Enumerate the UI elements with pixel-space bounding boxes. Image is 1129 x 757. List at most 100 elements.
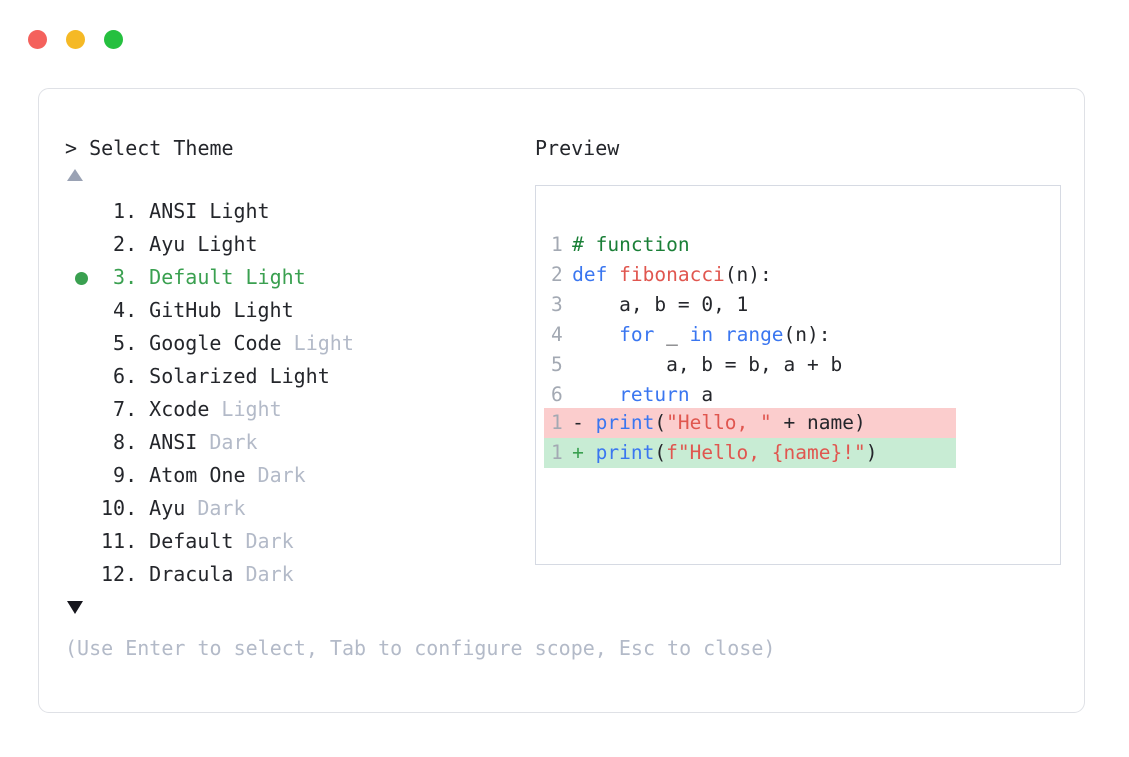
theme-item-variant: Dark <box>197 496 246 520</box>
theme-list-item[interactable]: 2. Ayu Light <box>65 228 525 261</box>
theme-item-name: ANSI <box>137 199 210 223</box>
code-line: 5 a, b = b, a + b <box>544 350 1060 380</box>
theme-item-label: 1. ANSI Light <box>101 195 270 228</box>
theme-item-name: Dracula <box>137 562 246 586</box>
scroll-down-indicator[interactable] <box>65 601 525 623</box>
code-token: ( <box>654 411 667 434</box>
theme-item-label: 4. GitHub Light <box>101 294 294 327</box>
code-token: print <box>595 441 655 464</box>
theme-item-variant: Light <box>293 331 354 355</box>
line-number: 1 <box>551 233 563 256</box>
diff-sign: + <box>572 441 596 464</box>
code-token: # function <box>572 233 690 256</box>
select-theme-prompt: > Select Theme <box>65 136 234 160</box>
traffic-light-controls <box>28 30 123 49</box>
close-window-icon[interactable] <box>28 30 47 49</box>
theme-item-name: Google Code <box>137 331 294 355</box>
code-token <box>572 323 619 346</box>
minimize-window-icon[interactable] <box>66 30 85 49</box>
theme-item-variant: Dark <box>245 529 294 553</box>
selected-bullet-icon <box>75 272 88 285</box>
theme-list: 1. ANSI Light 2. Ayu Light 3. Default Li… <box>65 195 525 591</box>
theme-selector-panel: > Select Theme 1. ANSI Light 2. Ayu Ligh… <box>65 135 525 623</box>
theme-item-number: 10. <box>101 496 138 520</box>
diff-sign: - <box>572 411 596 434</box>
code-token: 1 <box>736 293 749 316</box>
theme-item-variant: Light <box>209 199 270 223</box>
code-token: , <box>713 293 737 316</box>
theme-item-label: 5. Google Code Light <box>101 327 354 360</box>
keyboard-hint: (Use Enter to select, Tab to configure s… <box>65 636 776 660</box>
theme-item-label: 9. Atom One Dark <box>101 459 306 492</box>
theme-item-number: 6. <box>101 364 138 388</box>
code-token: f"Hello, {name}!" <box>666 441 866 464</box>
theme-item-label: 2. Ayu Light <box>101 228 258 261</box>
line-number: 3 <box>551 293 563 316</box>
theme-list-item[interactable]: 7. Xcode Light <box>65 393 525 426</box>
code-token: print <box>595 411 655 434</box>
diff-line-del: 1- print("Hello, " + name) <box>544 408 956 438</box>
theme-item-number: 8. <box>101 430 138 454</box>
code-token: ( <box>654 441 667 464</box>
code-token: _ <box>654 323 690 346</box>
line-number: 1 <box>551 411 563 434</box>
theme-list-item[interactable]: 3. Default Light <box>65 261 525 294</box>
theme-item-label: 11. Default Dark <box>101 525 294 558</box>
theme-item-label: 3. Default Light <box>101 261 306 294</box>
maximize-window-icon[interactable] <box>104 30 123 49</box>
code-token: range <box>724 323 784 346</box>
line-number: 6 <box>551 383 563 406</box>
code-token: "Hello, " <box>666 411 772 434</box>
theme-list-item[interactable]: 12. Dracula Dark <box>65 558 525 591</box>
code-line: 4 for _ in range(n): <box>544 320 1060 350</box>
window-titlebar <box>0 0 1129 70</box>
code-line: 3 a, b = 0, 1 <box>544 290 1060 320</box>
diff-sample: 1- print("Hello, " + name)1+ print(f"Hel… <box>544 408 1060 468</box>
theme-item-number: 1. <box>101 199 138 223</box>
theme-item-label: 8. ANSI Dark <box>101 426 258 459</box>
line-number: 5 <box>551 353 563 376</box>
theme-list-item[interactable]: 8. ANSI Dark <box>65 426 525 459</box>
theme-item-name: Default <box>137 529 246 553</box>
theme-list-item[interactable]: 11. Default Dark <box>65 525 525 558</box>
theme-item-variant: Light <box>245 265 306 289</box>
theme-item-number: 7. <box>101 397 138 421</box>
theme-item-name: Atom One <box>137 463 258 487</box>
theme-item-name: GitHub <box>137 298 234 322</box>
theme-item-variant: Light <box>221 397 282 421</box>
theme-item-name: Solarized <box>137 364 270 388</box>
theme-item-number: 5. <box>101 331 138 355</box>
code-token: (n): <box>783 323 831 346</box>
theme-item-number: 4. <box>101 298 138 322</box>
theme-item-number: 11. <box>101 529 138 553</box>
theme-list-item[interactable]: 4. GitHub Light <box>65 294 525 327</box>
theme-item-label: 10. Ayu Dark <box>101 492 246 525</box>
theme-item-label: 7. Xcode Light <box>101 393 282 426</box>
code-token: in <box>689 323 714 346</box>
theme-item-variant: Dark <box>209 430 258 454</box>
code-token: fibonacci <box>619 263 725 286</box>
theme-item-name: Xcode <box>137 397 222 421</box>
theme-item-name: Default <box>137 265 246 289</box>
theme-list-item[interactable]: 6. Solarized Light <box>65 360 525 393</box>
scroll-up-indicator[interactable] <box>65 169 525 189</box>
theme-list-item[interactable]: 10. Ayu Dark <box>65 492 525 525</box>
theme-item-variant: Light <box>197 232 258 256</box>
theme-item-number: 3. <box>101 265 138 289</box>
theme-list-item[interactable]: 5. Google Code Light <box>65 327 525 360</box>
line-number: 4 <box>551 323 563 346</box>
theme-item-name: Ayu <box>137 496 198 520</box>
triangle-up-icon <box>67 169 83 181</box>
theme-item-number: 2. <box>101 232 138 256</box>
theme-list-item[interactable]: 1. ANSI Light <box>65 195 525 228</box>
preview-title: Preview <box>535 136 620 160</box>
theme-item-number: 9. <box>101 463 138 487</box>
code-line: 1 # function <box>544 230 1060 260</box>
theme-list-item[interactable]: 9. Atom One Dark <box>65 459 525 492</box>
code-token: ) <box>865 441 878 464</box>
code-line: 6 return a <box>544 380 1060 410</box>
theme-item-variant: Dark <box>245 562 294 586</box>
